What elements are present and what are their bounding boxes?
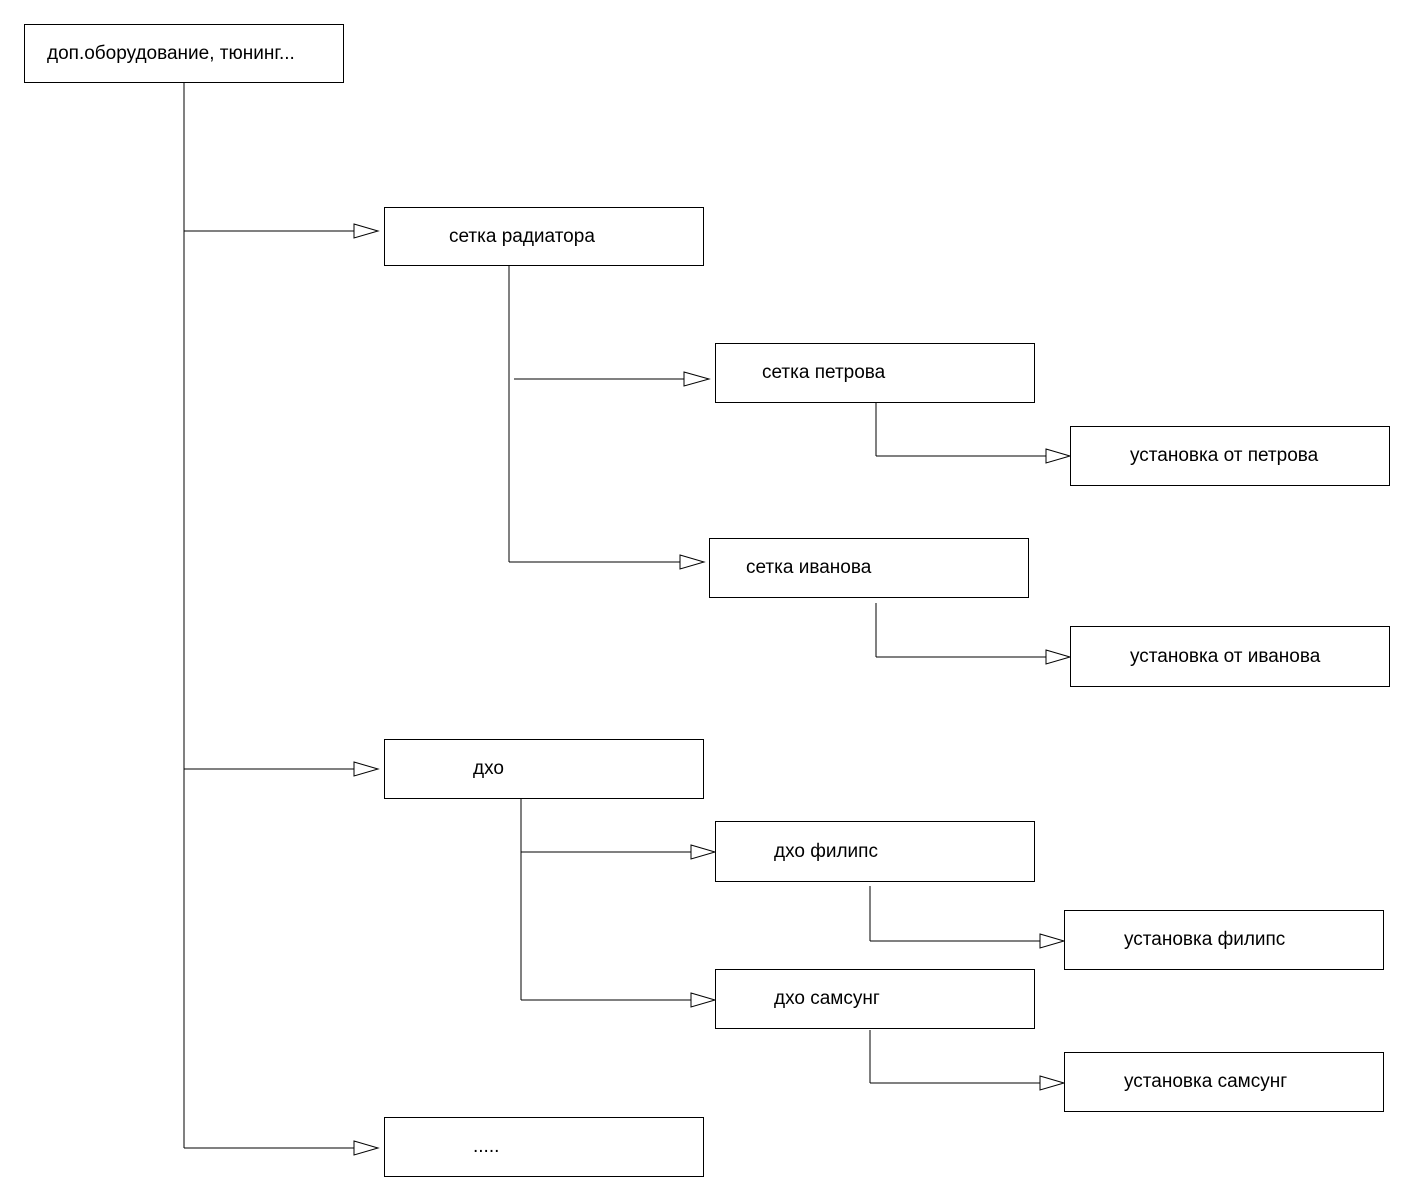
node-drl-philips-label: дхо филипс: [774, 840, 878, 862]
node-install-ivanov: установка от иванова: [1070, 626, 1390, 687]
node-root: доп.оборудование, тюнинг...: [24, 24, 344, 83]
node-grille: сетка радиатора: [384, 207, 704, 266]
node-drl-samsung: дхо самсунг: [715, 969, 1035, 1029]
arrowhead: [353, 223, 380, 239]
node-drl-samsung-label: дхо самсунг: [774, 988, 880, 1009]
arrowhead: [1039, 1075, 1066, 1091]
node-install-ivanov-label: установка от иванова: [1130, 645, 1321, 667]
node-install-samsung: установка самсунг: [1064, 1052, 1384, 1112]
arrowhead: [690, 992, 717, 1008]
node-install-petrov-label: установка от петрова: [1130, 445, 1319, 466]
node-drl-philips: дхо филипс: [715, 821, 1035, 882]
node-grille-ivanov: сетка иванова: [709, 538, 1029, 598]
node-grille-ivanov-label: сетка иванова: [746, 557, 872, 578]
arrowhead: [679, 554, 706, 570]
node-install-petrov: установка от петрова: [1070, 426, 1390, 486]
arrowhead: [1045, 649, 1072, 665]
arrowhead: [353, 761, 380, 777]
node-grille-label: сетка радиатора: [449, 225, 595, 247]
node-more: .....: [384, 1117, 704, 1177]
node-install-samsung-label: установка самсунг: [1124, 1071, 1288, 1092]
node-more-label: .....: [473, 1136, 500, 1157]
node-grille-petrov-label: сетка петрова: [762, 362, 886, 383]
arrowhead: [1039, 933, 1066, 949]
arrowhead: [353, 1140, 380, 1156]
node-install-philips-label: установка филипс: [1124, 929, 1286, 950]
arrowhead: [690, 844, 717, 860]
node-drl: дхо: [384, 739, 704, 799]
node-drl-label: дхо: [473, 758, 504, 779]
node-grille-petrov: сетка петрова: [715, 343, 1035, 403]
arrowhead: [1045, 448, 1072, 464]
arrowhead: [683, 371, 711, 387]
node-root-label: доп.оборудование, тюнинг...: [47, 42, 295, 64]
node-install-philips: установка филипс: [1064, 910, 1384, 970]
